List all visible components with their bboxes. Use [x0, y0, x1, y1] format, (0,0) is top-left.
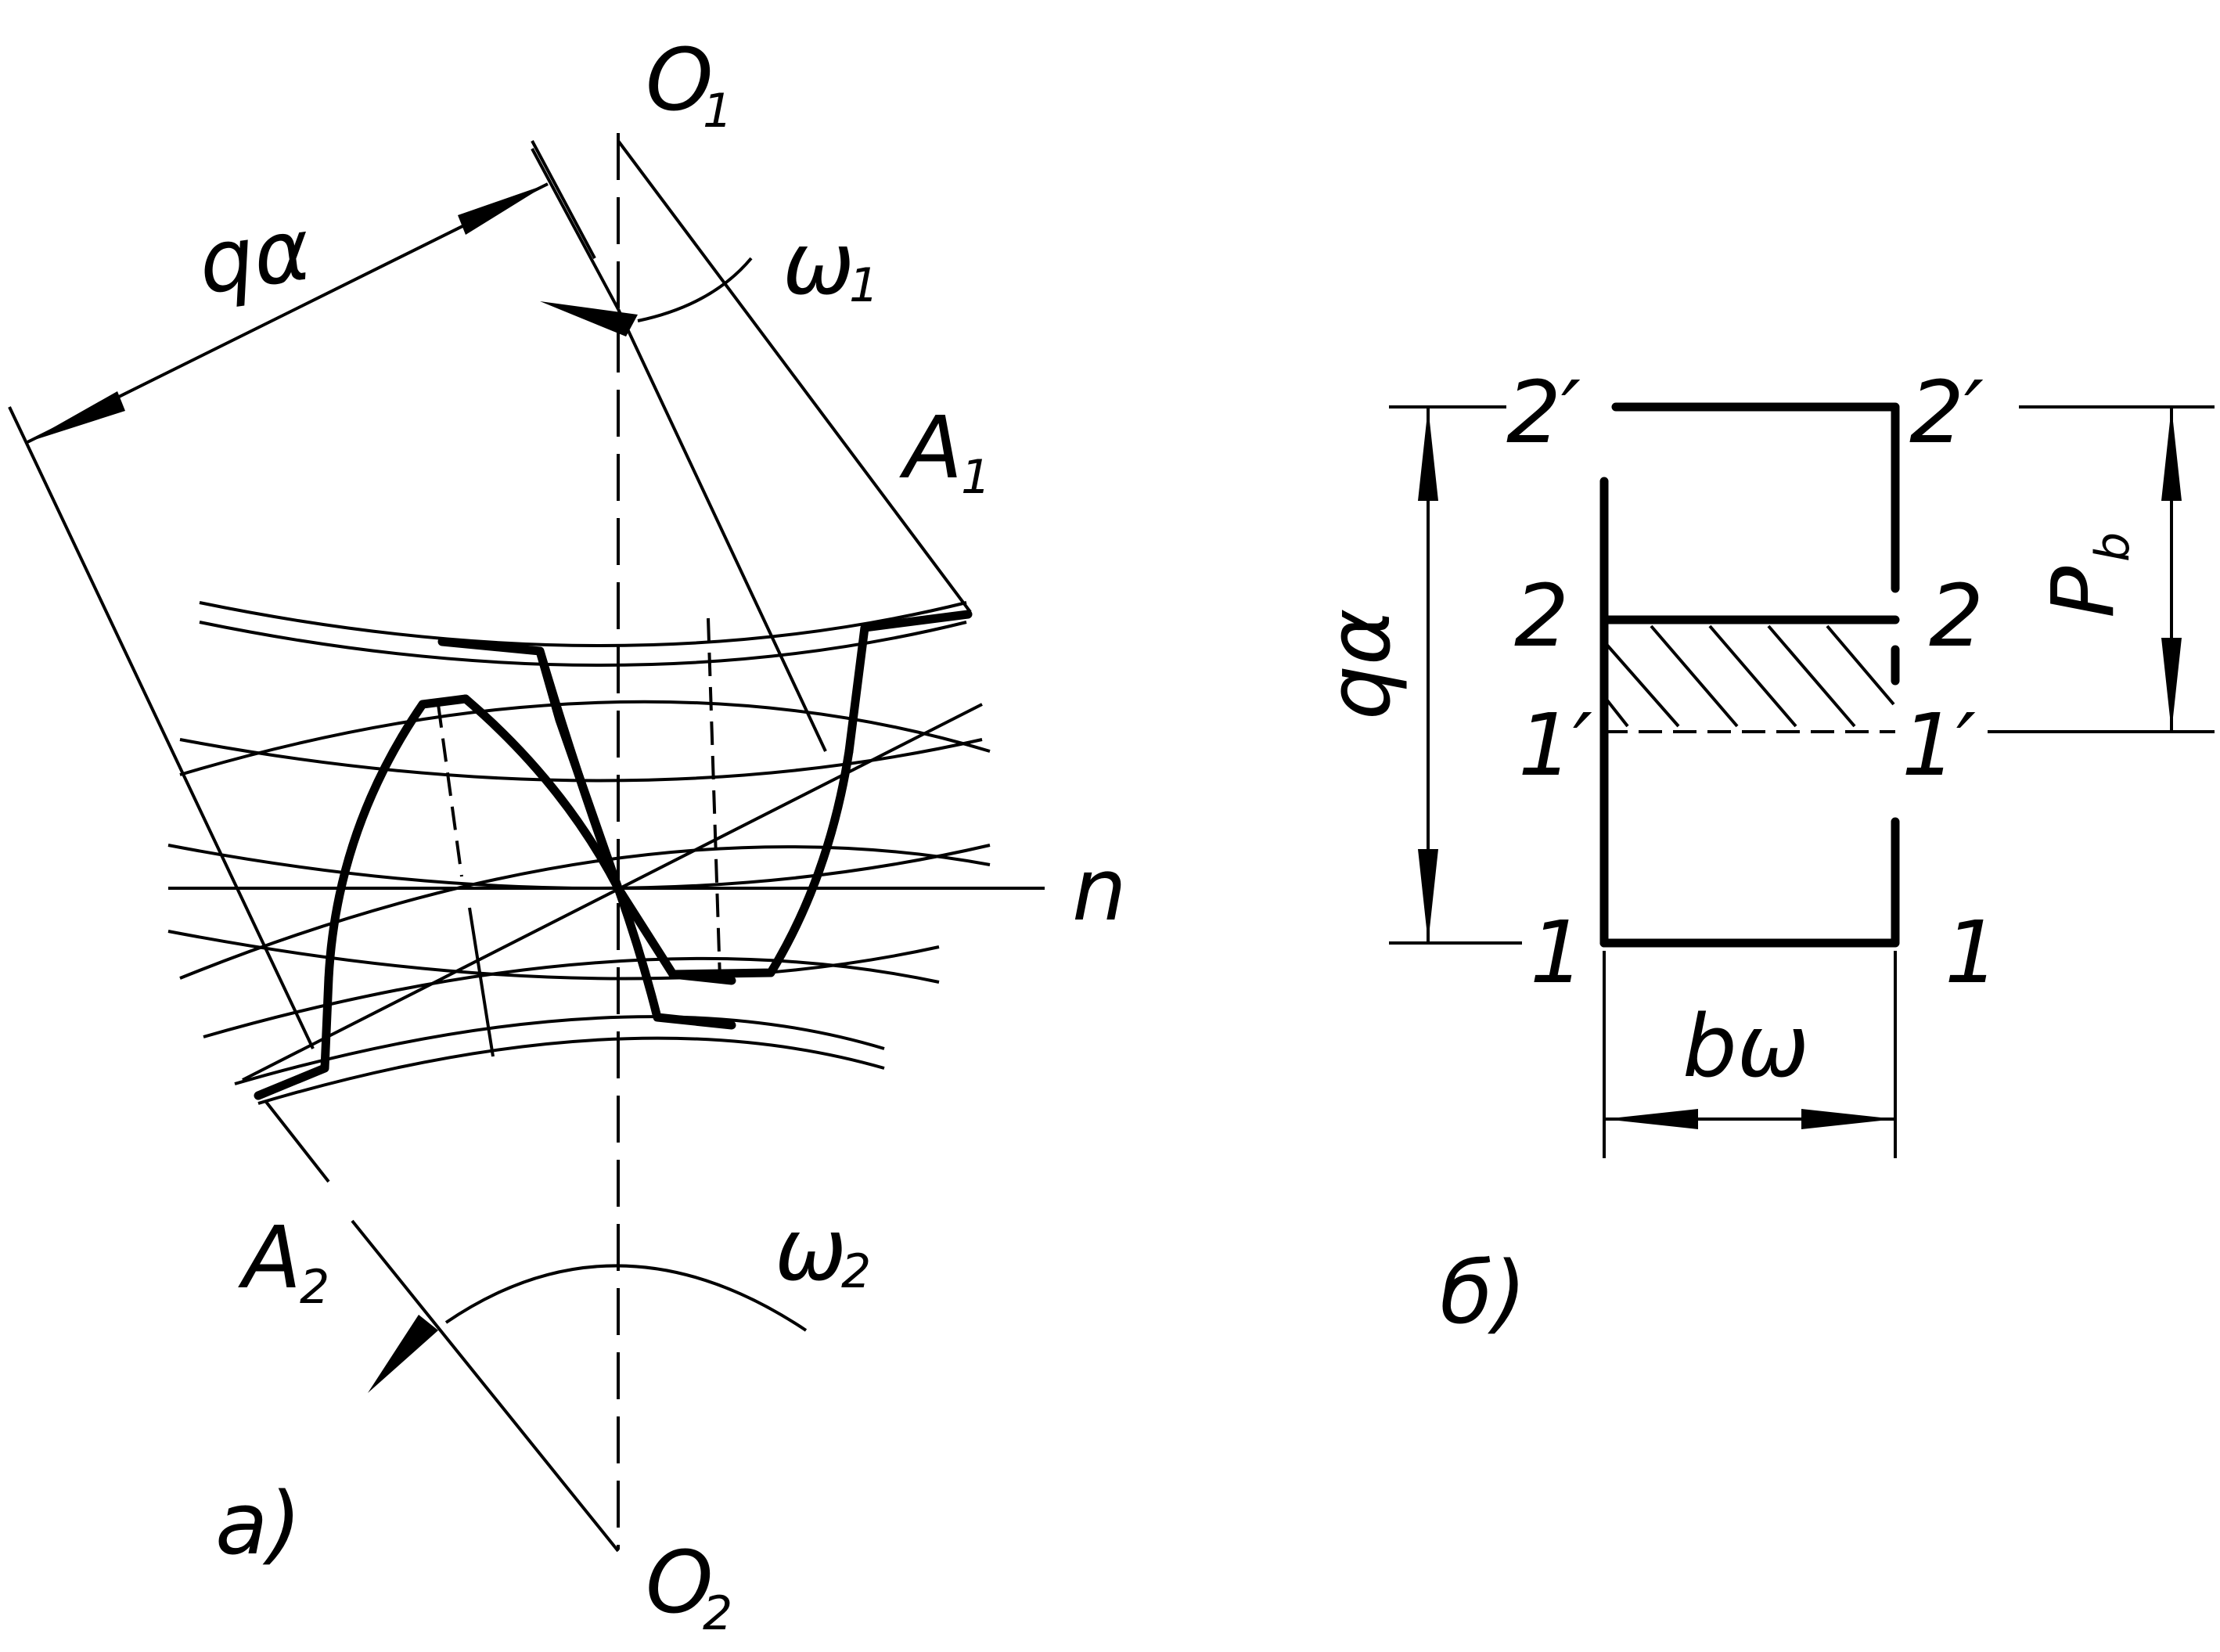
- label-1prime-right: 1′: [1902, 695, 1976, 795]
- omega2-arrow: [368, 1315, 438, 1393]
- gear1-pitch-circle: [179, 738, 983, 783]
- label-2-right: 2: [1929, 566, 1984, 666]
- label-qa-a: qα: [192, 199, 317, 314]
- label-a2: A: [238, 1208, 301, 1308]
- qa-extension-left: [8, 406, 315, 1049]
- gear1-tip-circle-a: [199, 601, 967, 647]
- hatch-zone: [1603, 624, 1895, 728]
- label-a2-sub: 2: [300, 1260, 329, 1315]
- field-bottom-edge: [1599, 817, 1900, 948]
- panel-b-contact-field: 2′ 2′ 2 2 1′ 1′ 1 1 qα P b bω б): [1309, 362, 2215, 1343]
- gear2-tooth-flank-right: [461, 694, 736, 1030]
- tooth-axis-left-b: [468, 907, 495, 1057]
- label-omega1: ω: [783, 214, 855, 314]
- qa-arrow-right: [458, 184, 548, 235]
- label-omega1-sub: 1: [849, 258, 879, 313]
- gear2-tip-circle: [179, 700, 991, 776]
- gear2-root-circle-b: [234, 1015, 885, 1085]
- gear1-tip-circle-b: [199, 621, 967, 667]
- label-n: n: [1072, 840, 1127, 940]
- label-pb-sub: b: [2085, 532, 2140, 562]
- gear1-tooth-flank-right: [668, 747, 854, 979]
- a2-short-line: [264, 1100, 330, 1183]
- caption-a: а): [215, 1474, 301, 1574]
- omega1-arc: [637, 257, 753, 322]
- action-normal-2: [531, 140, 596, 259]
- bw-arrow-left: [1604, 1109, 1698, 1129]
- label-o1-sub: 1: [703, 84, 732, 139]
- label-1-right: 1: [1945, 902, 1999, 1002]
- field-top-edge: [1611, 402, 1900, 593]
- label-omega2: ω: [775, 1200, 847, 1300]
- qa-arrow-left: [27, 391, 125, 442]
- caption-b: б): [1440, 1243, 1527, 1343]
- omega2-arc: [444, 1264, 808, 1332]
- bw-arrow-right: [1801, 1109, 1895, 1129]
- action-normal-1: [617, 308, 827, 752]
- pb-arrow-top: [2161, 407, 2182, 501]
- label-o1: O: [646, 30, 714, 130]
- gear1-pitch-aux: [167, 930, 940, 981]
- pb-arrow-bottom: [2161, 638, 2182, 732]
- gear2-root-circle-c: [257, 1036, 885, 1105]
- label-o2: O: [646, 1532, 714, 1632]
- label-qa-b: qα: [1309, 609, 1409, 720]
- o2-a2-line: [351, 1219, 620, 1553]
- gear1-root-circle: [167, 844, 991, 890]
- qa-b-arrow-bottom: [1418, 849, 1438, 943]
- gear2-tooth-profile-left: [254, 974, 333, 1100]
- tooth-axis-left-a: [437, 704, 463, 877]
- qa-extension-right: [531, 148, 620, 310]
- label-1prime-left: 1′: [1518, 695, 1592, 795]
- o1-a1-line: [617, 139, 972, 614]
- gear1-tooth-profile-right: [844, 610, 973, 756]
- label-2-left: 2: [1514, 566, 1569, 666]
- panel-a-gear-mesh: O 1 O 2 ω 1 ω 2 A 1 A 2 n qα а): [8, 30, 1127, 1641]
- gear2-root-circle-a: [203, 956, 940, 1038]
- label-2prime-left: 2′: [1506, 362, 1581, 462]
- label-pb: P: [2033, 566, 2133, 618]
- qa-b-arrow-top: [1418, 407, 1438, 501]
- label-2prime-right: 2′: [1909, 362, 1984, 462]
- label-a1-sub: 1: [961, 450, 991, 505]
- label-omega2-sub: 2: [841, 1244, 871, 1299]
- line-of-action: [242, 703, 983, 1082]
- label-o2-sub: 2: [703, 1586, 732, 1641]
- gear1-tooth-profile-left-curve: [535, 646, 623, 893]
- label-bw: bω: [1682, 996, 1809, 1096]
- label-a1: A: [899, 398, 962, 498]
- gear2-tooth-flank-left: [324, 694, 470, 983]
- omega1-arrow: [540, 301, 638, 337]
- tooth-axis-right: [707, 617, 721, 979]
- label-1-left: 1: [1530, 902, 1585, 1002]
